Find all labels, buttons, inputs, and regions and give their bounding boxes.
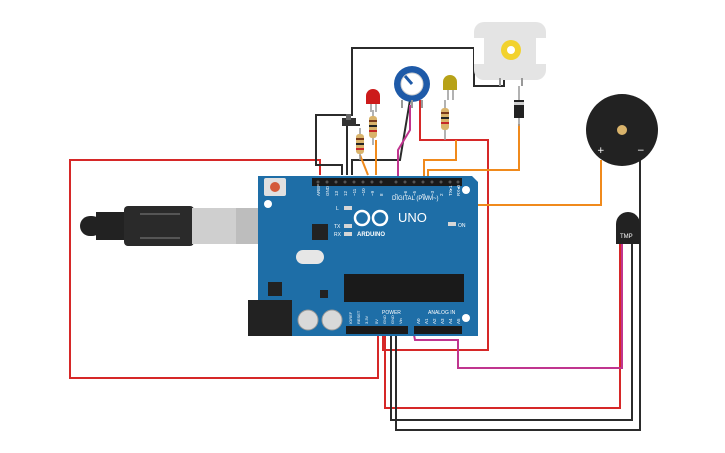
dc-motor[interactable]: [474, 22, 546, 86]
slide-switch[interactable]: [342, 114, 356, 126]
wire-black-motor[interactable]: [315, 47, 505, 175]
analog-in-label: ANALOG IN: [428, 310, 456, 316]
wire-orange-motor[interactable]: [427, 124, 520, 185]
analog-header[interactable]: [414, 326, 462, 334]
resistor-left[interactable]: [356, 128, 364, 160]
resistor-red-led[interactable]: [369, 110, 377, 145]
arduino-logo-icon: [353, 209, 389, 227]
digital-header[interactable]: [312, 178, 462, 186]
pin-label-a1: A1: [424, 318, 429, 324]
pin-label-11: ~11: [352, 188, 357, 196]
wire-orange-switch[interactable]: [359, 154, 369, 176]
atmega-chip: [344, 274, 464, 302]
arduino-uno-board[interactable]: UNO ARDUINO DIGITAL (PWM~) POWER ANALOG …: [248, 176, 478, 336]
pin-label-a3: A3: [440, 318, 445, 324]
pin-label-10: ~10: [361, 188, 366, 196]
pin-label-5: ~5: [412, 190, 417, 196]
pin-label-3v3: 3.3V: [364, 315, 369, 324]
pin-label-13: 13: [334, 190, 339, 196]
wire-magenta-pot-a0[interactable]: [397, 105, 623, 369]
pin-label-3: ~3: [430, 190, 435, 196]
buzzer-plus-label: +: [597, 146, 605, 156]
pin-label-2: 2: [439, 193, 444, 196]
board-model: UNO: [398, 210, 427, 225]
pin-label-a5: A5: [456, 318, 461, 324]
pin-label-reset: RESET: [356, 310, 361, 324]
pin-label-a0: A0: [416, 318, 421, 324]
power-header[interactable]: [346, 326, 408, 334]
reset-button-cap: [270, 182, 280, 192]
pin-label-8: 8: [379, 193, 384, 196]
wire-orange-led-yellow[interactable]: [423, 140, 457, 185]
yellow-led[interactable]: [443, 75, 457, 100]
wire-red-5v-right[interactable]: [382, 100, 489, 351]
pin-label-vin: Vin: [398, 318, 403, 324]
pin-label-12: 12: [343, 190, 348, 196]
resistor-yellow-led[interactable]: [441, 100, 449, 140]
pin-label-1: TX▸1: [448, 185, 453, 196]
wire-black-gnd-buzzer[interactable]: [395, 150, 641, 431]
pin-label-5v: 5V: [374, 319, 379, 324]
wire-red-5v-left-loop[interactable]: [69, 159, 379, 379]
diode[interactable]: [514, 86, 524, 126]
wire-red-tmp[interactable]: [384, 244, 621, 409]
usb-cable: [80, 206, 288, 246]
tmp-sensor[interactable]: TMP: [616, 212, 640, 244]
power-label: POWER: [382, 310, 401, 316]
buzzer-minus-label: −: [637, 146, 645, 156]
piezo-buzzer[interactable]: + −: [586, 94, 658, 166]
pin-label-9: ~9: [370, 190, 375, 196]
pin-label-gnd-2: GND: [390, 315, 395, 324]
tmp-label: TMP: [620, 234, 633, 240]
red-led[interactable]: [366, 89, 380, 112]
wire-black-gnd-tmp[interactable]: [390, 244, 633, 421]
pin-label-aref: AREF: [316, 184, 321, 196]
pin-label-6: ~6: [403, 190, 408, 196]
pin-label-gnd: GND: [325, 185, 330, 196]
pin-label-0: RX◂0: [456, 184, 461, 196]
on-led-label: ON: [458, 223, 466, 229]
pin-label-a2: A2: [432, 318, 437, 324]
power-jack: [248, 300, 292, 336]
wires: [69, 47, 641, 431]
pin-label-a4: A4: [448, 318, 453, 324]
pin-label-gnd-1: GND: [382, 315, 387, 324]
potentiometer[interactable]: [394, 66, 430, 108]
pin-label-7: 7: [394, 193, 399, 196]
l-led-label: L: [336, 206, 339, 212]
digital-label: DIGITAL (PWM~): [392, 196, 439, 202]
tx-led-label: TX: [334, 224, 341, 230]
rx-led-label: RX: [334, 232, 342, 238]
board-brand: ARDUINO: [357, 232, 385, 238]
pin-label-ioref: IOREF: [348, 311, 353, 324]
pin-label-4: 4: [421, 193, 426, 196]
